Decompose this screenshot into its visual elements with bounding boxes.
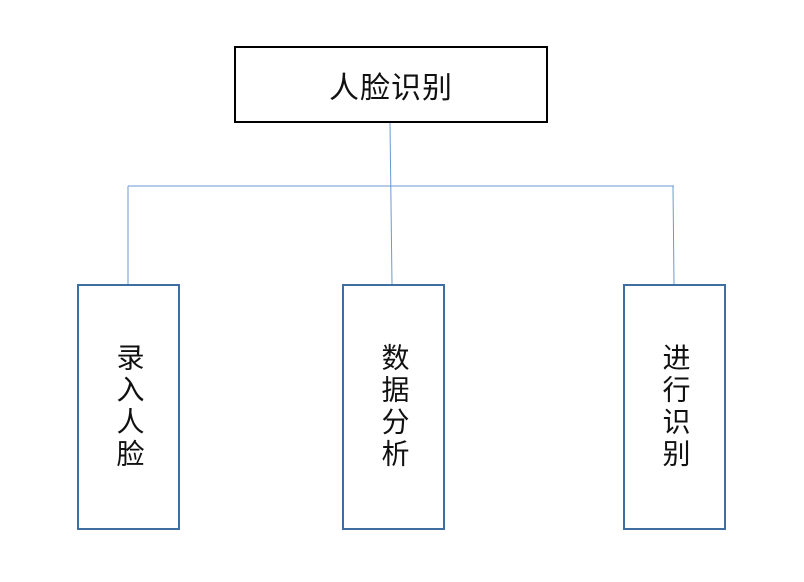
child-node-enroll-face: 录入人脸 [77,284,180,530]
child-node-label: 录入人脸 [112,343,146,471]
root-node: 人脸识别 [234,46,548,123]
child-node-label: 进行识别 [658,343,692,471]
connector-root-down [389,122,393,285]
root-node-label: 人脸识别 [329,70,453,106]
child-node-label: 数据分析 [377,343,411,471]
child-node-perform-recognition: 进行识别 [623,284,726,530]
connector-right-down [672,185,675,285]
child-node-data-analysis: 数据分析 [342,284,445,530]
